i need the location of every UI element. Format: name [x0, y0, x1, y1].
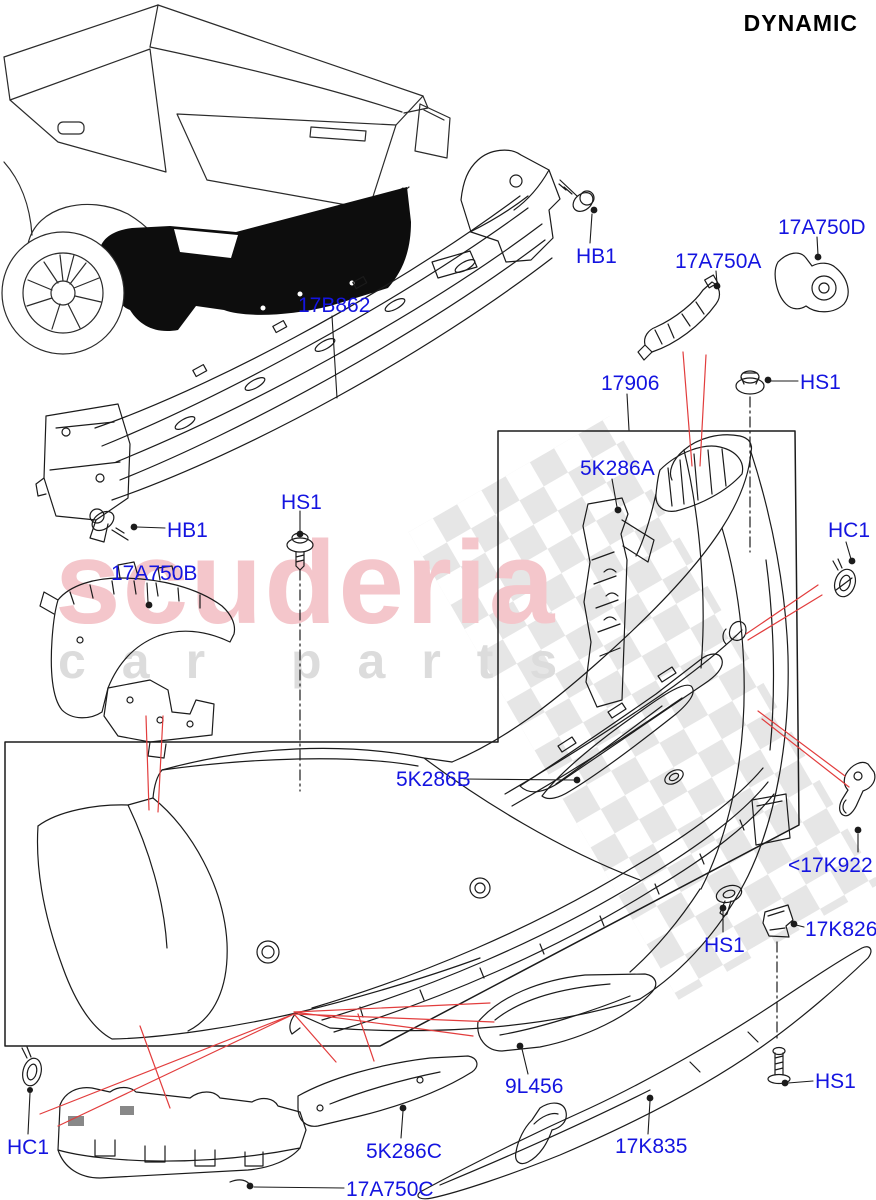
part-17906-drawing[interactable]	[36, 434, 791, 1040]
part-17A750C-drawing[interactable]	[57, 1086, 307, 1187]
fastener-hb1-left[interactable]	[89, 508, 129, 541]
bumper-highlight-region	[100, 187, 411, 332]
part-label-17K835[interactable]: 17K835	[615, 1135, 688, 1158]
vehicle-illustration	[1, 4, 451, 355]
part-9L456-drawing[interactable]	[477, 973, 657, 1165]
assembly-axis-lines	[299, 396, 778, 1039]
locator-leader-lines	[39, 351, 850, 1127]
part-label-hs1-left[interactable]: HS1	[281, 491, 322, 514]
fastener-hb1-top[interactable]	[558, 179, 597, 215]
part-label-17K922[interactable]: <17K922	[788, 854, 873, 877]
part-label-5K286B[interactable]: 5K286B	[396, 768, 471, 791]
part-label-17A750A[interactable]: 17A750A	[675, 250, 762, 273]
part-5K286B-drawing[interactable]	[541, 684, 694, 800]
watermark-brand: scuderia	[55, 517, 557, 649]
part-label-hs1-mid[interactable]: HS1	[704, 934, 745, 957]
part-label-17A750C[interactable]: 17A750C	[346, 1178, 434, 1200]
part-label-hb1-left[interactable]: HB1	[167, 519, 208, 542]
part-label-17A750B[interactable]: 17A750B	[111, 562, 198, 585]
part-17K826-drawing[interactable]	[762, 904, 794, 938]
part-label-17B862[interactable]: 17B862	[298, 294, 371, 317]
part-label-9L456[interactable]: 9L456	[505, 1075, 564, 1098]
fastener-hs1-top[interactable]	[735, 370, 765, 395]
fastener-hs1-left[interactable]	[286, 532, 314, 571]
fastener-hc1-right[interactable]	[831, 558, 859, 599]
part-17A750B-drawing[interactable]	[39, 561, 236, 759]
part-label-17K826[interactable]: 17K826	[805, 918, 876, 941]
part-17A750A-drawing[interactable]	[637, 274, 721, 361]
detail-box-outline	[4, 430, 800, 1047]
part-label-hc1-bottom[interactable]: HC1	[7, 1136, 50, 1159]
part-label-5K286A[interactable]: 5K286A	[580, 457, 655, 480]
part-17K922-drawing[interactable]	[839, 761, 876, 817]
variant-title: DYNAMIC	[743, 10, 858, 36]
part-label-17A750D[interactable]: 17A750D	[778, 216, 866, 239]
part-17B862-drawing[interactable]	[35, 149, 561, 543]
fastener-hs1-bottom[interactable]	[767, 1046, 791, 1085]
fastener-hc1-bottom[interactable]	[20, 1046, 44, 1088]
part-label-hs1-bottom[interactable]: HS1	[815, 1070, 856, 1093]
part-17K835-drawing[interactable]	[417, 946, 872, 1200]
part-label-hs1-top[interactable]: HS1	[800, 371, 841, 394]
label-leader-lines	[27, 206, 862, 1190]
part-label-hc1-right[interactable]: HC1	[828, 519, 871, 542]
part-label-hb1-top[interactable]: HB1	[576, 245, 617, 268]
fastener-hs1-mid[interactable]	[714, 882, 744, 917]
part-label-5K286C[interactable]: 5K286C	[366, 1140, 442, 1163]
part-5K286A-drawing[interactable]	[582, 497, 655, 708]
part-label-17906[interactable]: 17906	[601, 372, 660, 395]
part-17A750D-drawing[interactable]	[774, 252, 849, 313]
part-5K286C-drawing[interactable]	[297, 1055, 478, 1127]
